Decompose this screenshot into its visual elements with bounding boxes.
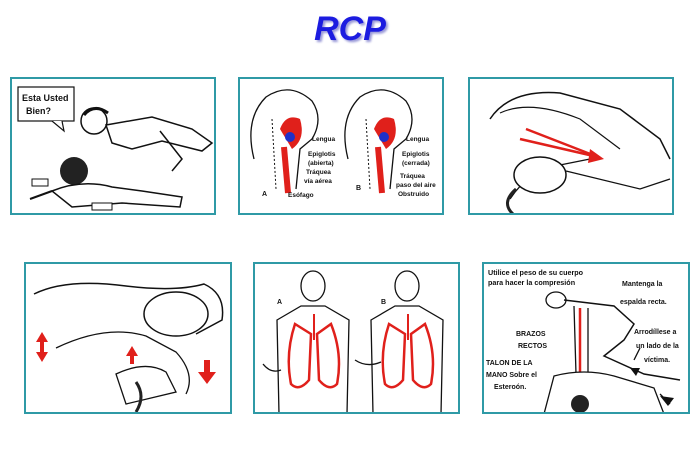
label-b: B xyxy=(356,185,361,192)
label-b-paso: paso del aire xyxy=(396,182,436,189)
compression-right2-line3: víctima. xyxy=(644,357,670,364)
illustration-chest-compression: Utilice el peso de su cuerpo para hacer … xyxy=(486,268,681,412)
panel-airway-anatomy: A Lengua Epiglotis (abierta) Tráquea vía… xyxy=(238,77,444,215)
label-chest-a: A xyxy=(277,299,282,306)
bubble-line1: Esta Usted xyxy=(22,93,69,103)
compression-talon3: Esteroón. xyxy=(494,384,526,391)
illustration-chest-compare: A B xyxy=(262,270,444,412)
panel-chest-compare: A B xyxy=(253,262,460,414)
page-title: RCP xyxy=(314,10,386,48)
compression-right1-line1: Mantenga la xyxy=(622,281,663,288)
illustration-airway-anatomy: A Lengua Epiglotis (abierta) Tráquea vía… xyxy=(250,89,436,199)
compression-top-line1: Utilice el peso de su cuerpo xyxy=(488,268,584,277)
label-b-cerrada: (cerrada) xyxy=(402,160,430,167)
label-a-epiglotis: Epiglotis xyxy=(308,151,336,158)
compression-rectos: RECTOS xyxy=(518,343,547,350)
label-b-obstruido: Obstruido xyxy=(398,191,429,198)
panel-head-tilt xyxy=(468,77,674,215)
label-b-traquea: Tráquea xyxy=(400,173,425,180)
panel-check-responsiveness: Esta Usted Bien? xyxy=(10,77,216,215)
label-a: A xyxy=(262,191,267,198)
label-a-via: vía aérea xyxy=(304,178,332,185)
label-b-epiglotis: Epiglotis xyxy=(402,151,430,158)
label-a-esofago: Esófago xyxy=(288,192,314,199)
label-a-traquea: Tráquea xyxy=(306,169,331,176)
compression-right2-line1: Arrodíllese a xyxy=(634,329,677,336)
compression-right1-line2: espalda recta. xyxy=(620,299,667,306)
compression-right2-line2: un lado de la xyxy=(636,343,679,350)
label-a-lengua: Lengua xyxy=(312,136,335,143)
panel-rescue-breathing xyxy=(24,262,232,414)
compression-brazos: BRAZOS xyxy=(516,331,546,338)
label-chest-b: B xyxy=(381,299,386,306)
illustration-check-responsiveness: Esta Usted Bien? xyxy=(17,86,214,211)
bubble-line2: Bien? xyxy=(26,106,51,116)
panel-chest-compression: Utilice el peso de su cuerpo para hacer … xyxy=(482,262,690,414)
label-a-abierta: (abierta) xyxy=(308,160,334,167)
compression-talon1: TALON DE LA xyxy=(486,360,533,367)
compression-talon2: MANO Sobre el xyxy=(486,372,537,379)
illustration-rescue-breathing xyxy=(33,282,224,412)
label-b-lengua: Lengua xyxy=(406,136,429,143)
illustration-head-tilt xyxy=(489,91,671,213)
compression-top-line2: para hacer la compresión xyxy=(488,278,575,287)
